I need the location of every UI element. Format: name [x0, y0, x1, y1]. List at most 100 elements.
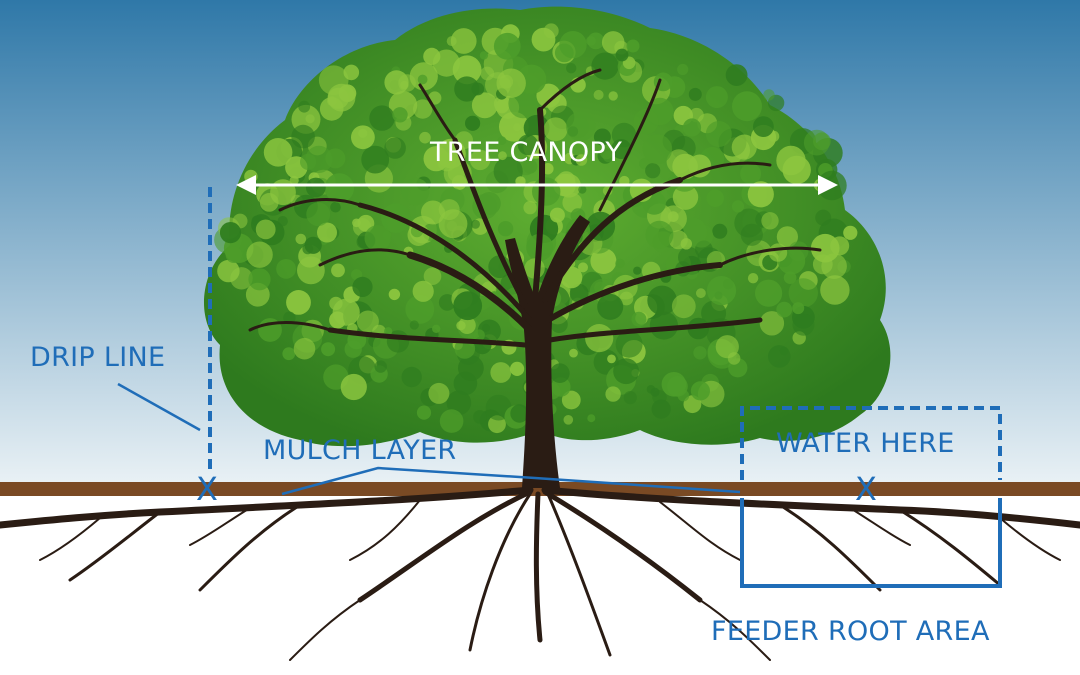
- leaf-cluster: [569, 348, 578, 358]
- leaf-cluster: [263, 138, 293, 167]
- root: [778, 503, 882, 592]
- leaf-cluster: [768, 243, 788, 262]
- root: [546, 492, 612, 657]
- leaf-cluster: [563, 415, 574, 425]
- leaf-cluster: [384, 137, 406, 159]
- leaf-cluster: [277, 216, 288, 227]
- leaf-cluster: [332, 298, 360, 326]
- root: [898, 508, 1002, 587]
- canopy-arrow-right-head: [818, 175, 838, 195]
- branch: [452, 137, 531, 313]
- leaf-cluster: [705, 121, 732, 147]
- leaf-cluster: [497, 136, 507, 146]
- branch: [318, 248, 412, 267]
- leaf-cluster: [417, 74, 428, 85]
- tree-branches: [248, 68, 822, 348]
- leaf-cluster: [471, 219, 480, 229]
- annotations: [117, 175, 1002, 588]
- branch: [406, 251, 534, 334]
- leaf-cluster: [324, 173, 355, 203]
- leaf-cluster: [788, 278, 818, 308]
- leaf-cluster: [497, 221, 514, 237]
- leaf-cluster: [647, 285, 677, 316]
- leaf-cluster: [230, 267, 253, 290]
- leaf-cluster: [493, 156, 523, 186]
- leaf-cluster: [283, 311, 296, 324]
- water-here-x-marker: X: [855, 470, 877, 508]
- leaf-cluster: [619, 291, 634, 306]
- leaf-cluster: [421, 200, 445, 225]
- leaf-cluster: [304, 236, 322, 254]
- leaf-cluster: [438, 294, 456, 311]
- leaf-cluster: [671, 294, 696, 319]
- leaf-cluster: [496, 68, 526, 98]
- root: [999, 517, 1061, 561]
- feeder-root-area-label: FEEDER ROOT AREA: [711, 616, 990, 647]
- leaf-cluster: [661, 372, 687, 397]
- leaf-cluster: [562, 192, 583, 213]
- leaf-cluster: [351, 125, 375, 150]
- leaf-cluster: [740, 223, 763, 246]
- leaf-cluster: [364, 225, 391, 252]
- leaf-cluster: [246, 241, 273, 268]
- leaf-cluster: [286, 290, 311, 315]
- leaf-cluster: [623, 391, 637, 405]
- feeder-root-bracket: [740, 498, 1002, 588]
- leaf-cluster: [578, 185, 587, 194]
- leaf-cluster: [343, 64, 360, 81]
- leaf-cluster: [559, 31, 587, 59]
- leaf-cluster: [607, 354, 616, 364]
- leaf-cluster: [611, 122, 637, 148]
- leaf-cluster: [490, 362, 512, 383]
- leaf-cluster: [626, 39, 640, 53]
- leaf-cluster: [405, 295, 435, 324]
- leaf-cluster: [689, 224, 714, 248]
- leaf-cluster: [813, 132, 831, 151]
- branch: [598, 78, 662, 212]
- leaf-cluster: [747, 181, 774, 208]
- leaf-cluster: [438, 209, 468, 239]
- leaf-cluster: [732, 91, 762, 122]
- leaf-cluster: [532, 177, 561, 206]
- leaf-cluster: [327, 83, 356, 112]
- leaf-cluster: [830, 236, 850, 256]
- leaf-cluster: [473, 410, 487, 424]
- mulch-strip: [0, 482, 1080, 496]
- leaf-cluster: [601, 31, 625, 54]
- leaf-cluster: [225, 246, 242, 263]
- leaf-cluster: [688, 87, 702, 101]
- branch: [718, 246, 822, 267]
- leaf-cluster: [456, 320, 466, 331]
- leaf-cluster: [471, 92, 498, 119]
- leaf-cluster: [706, 189, 724, 208]
- root: [198, 503, 302, 592]
- leaf-cluster: [454, 76, 480, 102]
- leaf-cluster: [510, 404, 529, 423]
- root: [659, 501, 741, 561]
- leaf-cluster: [543, 23, 559, 39]
- leaf-cluster: [543, 117, 568, 142]
- leaf-cluster: [453, 291, 483, 321]
- root: [468, 492, 532, 652]
- leaf-cluster: [688, 154, 712, 178]
- leaf-cluster: [437, 152, 457, 172]
- leaf-cluster: [575, 154, 588, 166]
- leaf-cluster: [696, 288, 706, 299]
- leaf-cluster: [820, 275, 850, 305]
- leaf-cluster: [356, 310, 379, 333]
- branch: [538, 68, 602, 112]
- leaf-cluster: [693, 346, 707, 360]
- branch: [532, 107, 546, 303]
- branch: [678, 161, 772, 182]
- leaf-cluster: [779, 346, 789, 356]
- leaf-cluster: [550, 315, 568, 333]
- leaf-cluster: [605, 386, 621, 402]
- leaf-cluster: [649, 311, 679, 340]
- leaf-cluster: [578, 262, 588, 273]
- leaf-cluster: [727, 352, 741, 365]
- leaf-cluster: [776, 145, 806, 176]
- leaf-cluster: [615, 330, 643, 358]
- root: [357, 489, 533, 603]
- leaf-cluster: [565, 111, 596, 142]
- leaf-cluster: [615, 48, 629, 62]
